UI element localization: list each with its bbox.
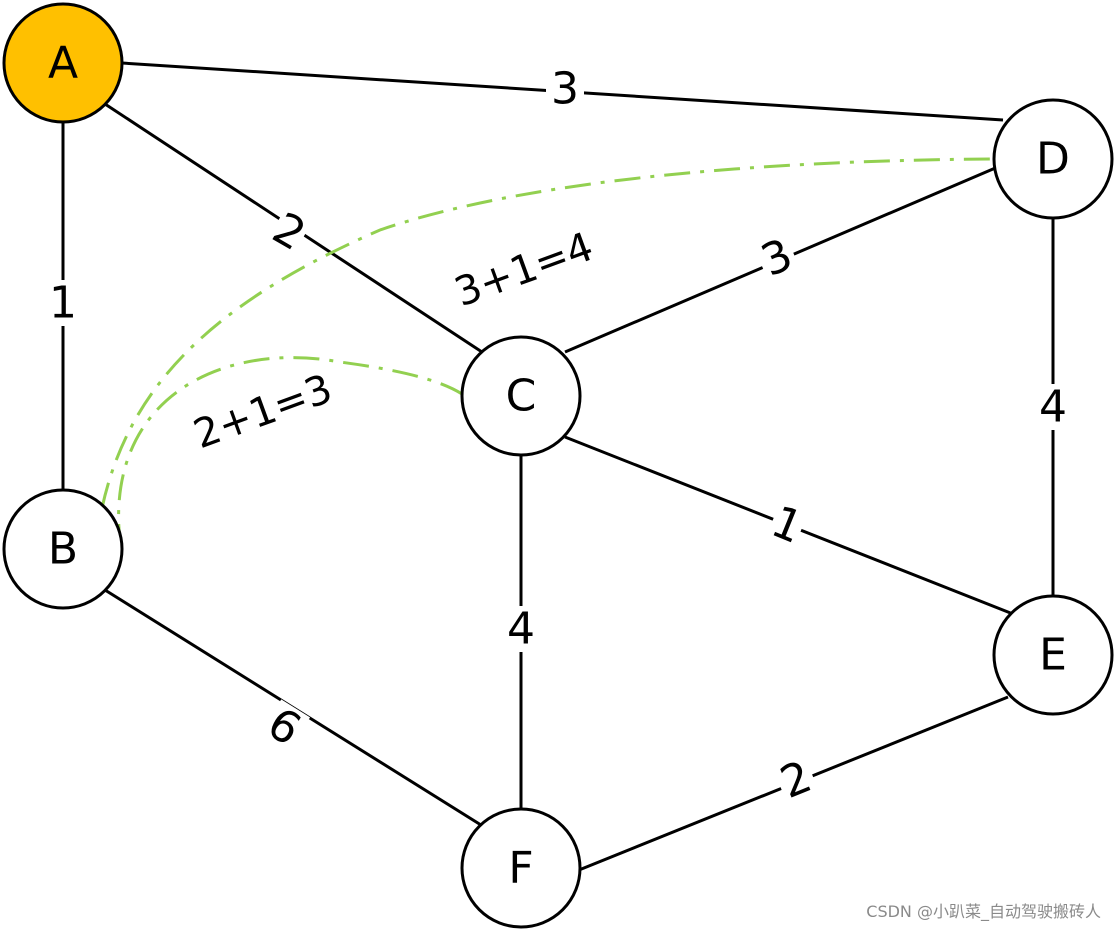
edge-weight-d-e: 4 xyxy=(1039,382,1067,433)
node-b[interactable]: B xyxy=(2,488,124,610)
watermark: CSDN @小趴菜_自动驾驶搬砖人 xyxy=(866,902,1101,921)
node-d[interactable]: D xyxy=(992,98,1114,220)
edge-weight-a-d: 3 xyxy=(551,64,579,115)
annotation-b-c: 2+1=3 xyxy=(188,366,338,458)
node-label-a: A xyxy=(48,38,78,89)
edge-weight-a-c: 2 xyxy=(264,203,314,261)
edge-weight-a-b: 1 xyxy=(49,278,77,329)
path-curve-b-c xyxy=(117,356,463,551)
node-label-c: C xyxy=(506,371,537,422)
node-label-b: B xyxy=(48,524,78,575)
edge-weights: 3 2 1 3 4 1 4 6 2 xyxy=(46,64,1071,809)
node-label-d: D xyxy=(1036,134,1070,185)
node-a[interactable]: A xyxy=(2,2,124,124)
node-label-e: E xyxy=(1039,630,1067,681)
edges xyxy=(61,61,1055,872)
edge-weight-c-f: 4 xyxy=(507,604,535,655)
node-label-f: F xyxy=(508,843,533,894)
node-e[interactable]: E xyxy=(992,594,1114,716)
annotation-b-d: 3+1=4 xyxy=(449,224,599,316)
node-f[interactable]: F xyxy=(460,807,582,929)
node-c[interactable]: C xyxy=(460,335,582,457)
path-curve-b-d xyxy=(100,157,995,509)
path-curves xyxy=(100,157,995,551)
